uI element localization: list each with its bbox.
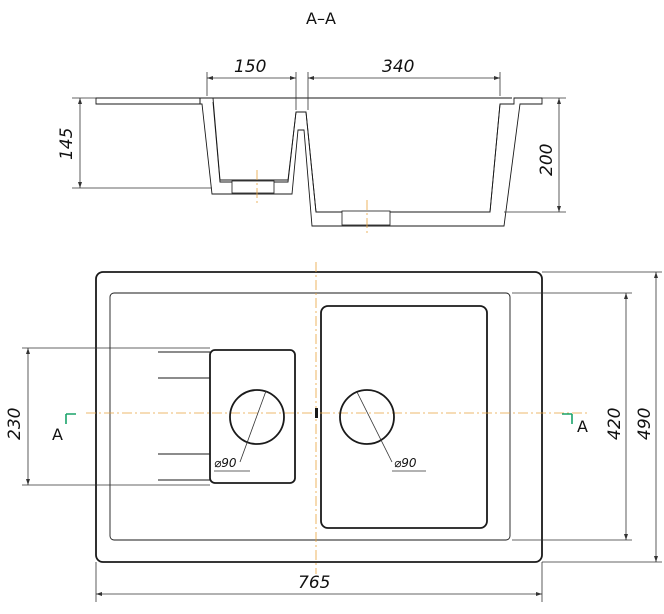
dim-765: 765 (95, 562, 543, 602)
dim-145: 145 (57, 97, 212, 189)
section-mark-left-label: A (52, 425, 63, 444)
dim-420: 420 (512, 292, 632, 541)
right-bowl (320, 305, 488, 529)
sink-outer-outline (95, 271, 543, 563)
left-drain-label: ⌀90 (214, 456, 237, 470)
dim-230: 230 (5, 347, 210, 486)
right-drain-dim: ⌀90 (356, 391, 426, 472)
left-bowl (209, 349, 296, 484)
left-drain (229, 389, 285, 445)
left-drain-dim: ⌀90 (214, 390, 267, 472)
right-drain-gap (341, 210, 391, 226)
drainer-lip (95, 97, 201, 105)
section-mark-right-label: A (577, 417, 588, 436)
overflow (315, 408, 318, 418)
dim-490-label: 490 (635, 408, 655, 440)
dim-490: 490 (542, 271, 662, 563)
section-mark-right: A (562, 413, 588, 436)
dim-200: 200 (504, 97, 566, 213)
drainer-grooves (158, 351, 210, 481)
left-drain-gap (231, 180, 275, 194)
right-bowl-inner (305, 103, 501, 213)
section-view: A–A 150 (57, 9, 566, 234)
dim-420-label: 420 (605, 408, 625, 440)
dim-340-label: 340 (382, 57, 414, 77)
sink-inner-outline (109, 292, 511, 541)
dim-230-label: 230 (5, 408, 25, 440)
left-bowl-inner (212, 101, 297, 183)
plan-view: ⌀90 ⌀90 A A 230 42 (5, 262, 662, 602)
dim-150: 150 (206, 57, 297, 110)
section-title: A–A (306, 9, 336, 28)
dim-150-label: 150 (234, 57, 266, 77)
dim-765-label: 765 (298, 573, 330, 593)
right-drain-label: ⌀90 (394, 456, 417, 470)
section-mark-left: A (52, 413, 76, 444)
dim-200-label: 200 (537, 144, 557, 176)
section-profile (95, 97, 543, 234)
right-drain (339, 389, 395, 445)
dim-340: 340 (307, 57, 501, 110)
dim-145-label: 145 (57, 128, 77, 160)
